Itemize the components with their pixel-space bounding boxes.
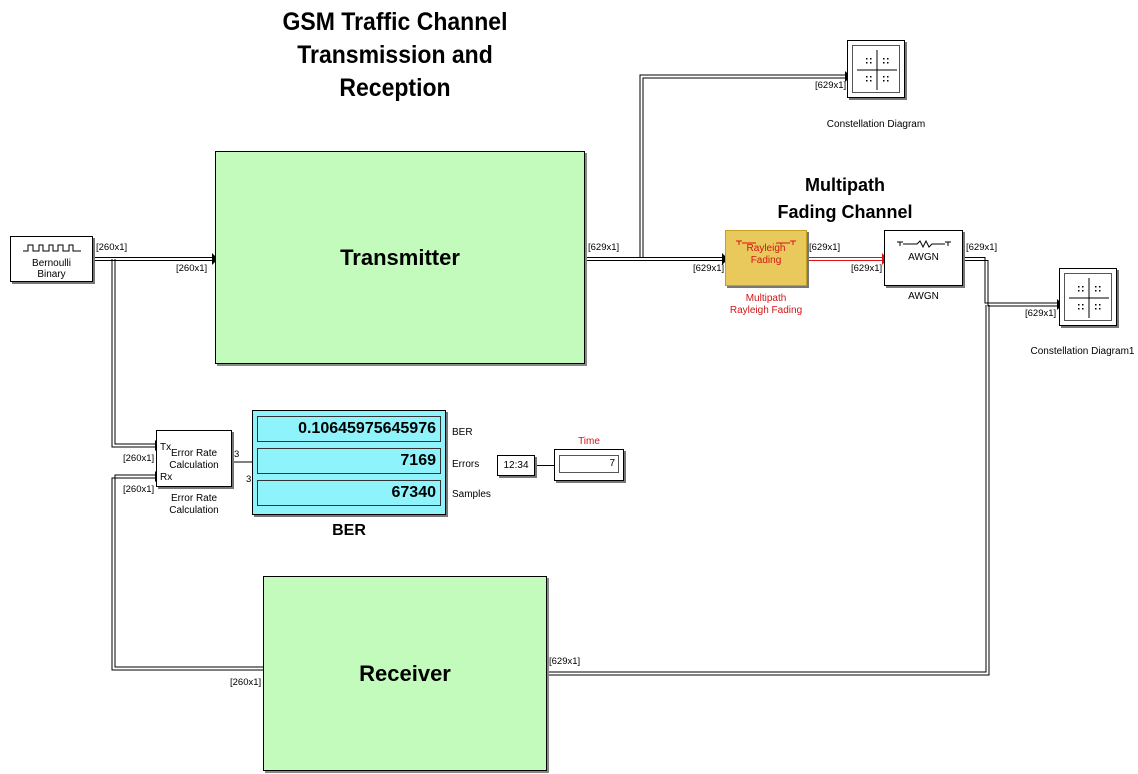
rayleigh-block-label: Multipath Rayleigh Fading bbox=[725, 293, 807, 317]
signal-width-label: 3 bbox=[234, 449, 240, 460]
error-rate-calculation-block[interactable]: Tx Rx Error Rate Calculation bbox=[156, 430, 232, 487]
ber-row-label: BER bbox=[452, 427, 473, 438]
transmitter-label: Transmitter bbox=[340, 244, 460, 270]
error-rate-text: Error Rate Calculation bbox=[157, 448, 231, 472]
bernoulli-line-2: Binary bbox=[37, 269, 66, 280]
multipath-heading-line-1: Multipath bbox=[805, 175, 885, 195]
tx-port-label: Tx bbox=[160, 442, 172, 453]
diagram-title: GSM Traffic Channel Transmission and Rec… bbox=[243, 6, 547, 105]
title-line-1: GSM Traffic Channel bbox=[282, 8, 508, 36]
signal-dim-label: [260x1] bbox=[230, 677, 262, 688]
rayleigh-label-2: Rayleigh Fading bbox=[729, 305, 803, 316]
fading-symbol-icon bbox=[736, 240, 796, 245]
signal-dim-label: [629x1] bbox=[693, 263, 725, 274]
signal-dim-label: [260x1] bbox=[123, 453, 155, 464]
awgn-block-label: AWGN bbox=[908, 291, 939, 302]
rx-port-label: Rx bbox=[160, 472, 173, 483]
error-rate-text-2: Calculation bbox=[169, 460, 219, 471]
bernoulli-line-1: Bernoulli bbox=[32, 258, 71, 269]
rayleigh-text-1: Rayleigh bbox=[746, 243, 786, 254]
error-rate-label-2: Calculation bbox=[169, 505, 219, 516]
signal-dim-label: [260x1] bbox=[176, 263, 208, 274]
signal-dim-label: [629x1] bbox=[809, 242, 841, 253]
ber-display-block[interactable]: 0.10645975645976 7169 67340 bbox=[252, 410, 446, 515]
signal-dim-label: [629x1] bbox=[549, 656, 581, 667]
error-rate-text-1: Error Rate bbox=[170, 448, 218, 459]
noise-symbol-icon bbox=[897, 240, 951, 248]
multipath-heading-line-2: Fading Channel bbox=[777, 202, 913, 222]
bernoulli-binary-block[interactable]: Bernoulli Binary bbox=[10, 236, 93, 282]
awgn-text: AWGN bbox=[908, 252, 939, 263]
error-rate-label-1: Error Rate bbox=[170, 493, 218, 504]
signal-dim-label: [629x1] bbox=[815, 80, 847, 91]
constellation-scope-icon bbox=[1064, 273, 1112, 321]
signal-dim-label: [260x1] bbox=[123, 484, 155, 495]
constellation-diagram-block[interactable] bbox=[847, 40, 905, 98]
clock-text: 12:34 bbox=[503, 460, 529, 471]
clock-block[interactable]: 12:34 bbox=[497, 455, 535, 476]
pulse-train-icon bbox=[23, 244, 81, 252]
bernoulli-text: Bernoulli Binary bbox=[11, 258, 92, 280]
time-display-block[interactable]: 7 bbox=[554, 449, 624, 481]
constellation-diagram1-label: Constellation Diagram1 bbox=[1030, 346, 1135, 357]
samples-value: 67340 bbox=[257, 480, 441, 506]
rayleigh-text: Rayleigh Fading bbox=[726, 243, 806, 267]
signal-dim-label: [260x1] bbox=[96, 242, 128, 253]
constellation-scope-icon bbox=[852, 45, 900, 93]
multipath-heading: Multipath Fading Channel bbox=[760, 172, 930, 226]
rayleigh-text-2: Fading bbox=[750, 255, 782, 266]
signal-dim-label: [629x1] bbox=[588, 242, 620, 253]
ber-value: 0.10645975645976 bbox=[257, 416, 441, 442]
rayleigh-label-1: Multipath bbox=[745, 293, 787, 304]
time-display-title: Time bbox=[578, 436, 600, 447]
ber-block-label: BER bbox=[332, 522, 366, 539]
awgn-block[interactable]: AWGN bbox=[884, 230, 963, 286]
title-line-3: Reception bbox=[339, 74, 451, 102]
rayleigh-fading-block[interactable]: Rayleigh Fading bbox=[725, 230, 807, 286]
error-rate-block-label: Error Rate Calculation bbox=[156, 493, 232, 517]
receiver-label: Receiver bbox=[359, 660, 451, 686]
errors-value: 7169 bbox=[257, 448, 441, 474]
transmitter-subsystem[interactable]: Transmitter bbox=[215, 151, 585, 364]
signal-dim-label: [629x1] bbox=[851, 263, 883, 274]
title-line-2: Transmission and bbox=[297, 41, 493, 69]
samples-row-label: Samples bbox=[452, 489, 491, 500]
errors-row-label: Errors bbox=[452, 459, 480, 470]
constellation-diagram-label: Constellation Diagram bbox=[826, 119, 926, 130]
signal-dim-label: [629x1] bbox=[1025, 308, 1057, 319]
receiver-subsystem[interactable]: Receiver bbox=[263, 576, 547, 771]
signal-width-label: 3 bbox=[246, 474, 252, 485]
constellation-diagram1-block[interactable] bbox=[1059, 268, 1117, 326]
signal-dim-label: [629x1] bbox=[966, 242, 998, 253]
time-value: 7 bbox=[559, 455, 619, 473]
